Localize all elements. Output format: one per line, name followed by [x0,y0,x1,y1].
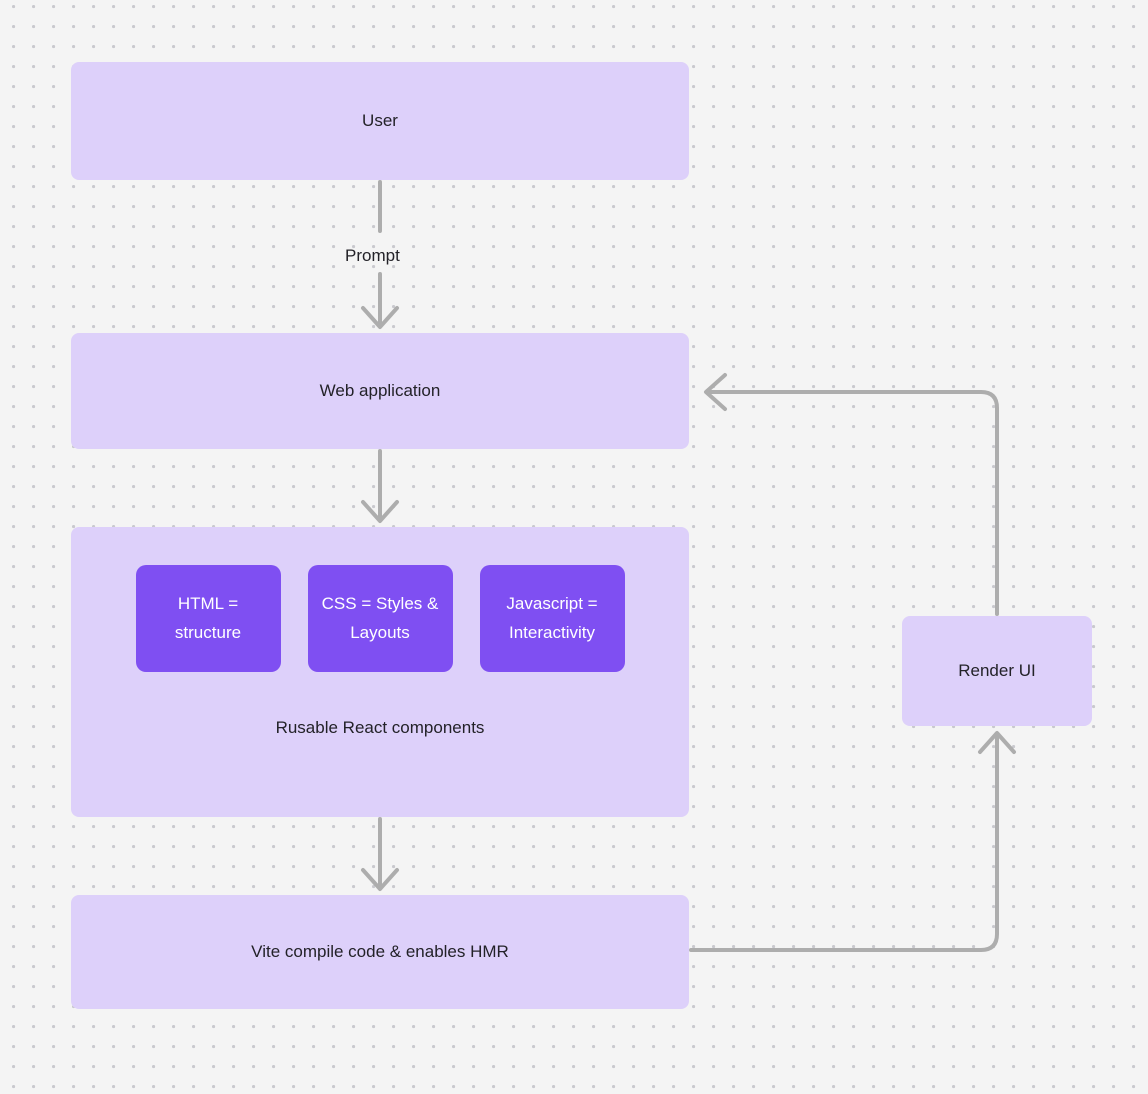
node-vite-label: Vite compile code & enables HMR [251,941,509,961]
node-web-application-label: Web application [319,380,441,400]
chip-javascript-label: Javascript = Interactivity [506,593,598,642]
node-react-components-caption: Rusable React components [275,718,485,737]
chip-html-label: HTML = structure [174,593,242,642]
node-vite[interactable]: Vite compile code & enables HMR [71,895,689,1009]
node-render-ui-label: Render UI [958,660,1036,680]
edge-label-prompt: Prompt [345,246,400,265]
node-react-components-group[interactable]: HTML = structure CSS = Styles & Layouts … [71,527,689,817]
node-user[interactable]: User [71,62,689,180]
chip-html[interactable]: HTML = structure [135,565,281,672]
chip-row: HTML = structure CSS = Styles & Layouts … [71,565,689,672]
chip-css[interactable]: CSS = Styles & Layouts [307,565,453,672]
node-web-application[interactable]: Web application [71,333,689,449]
node-render-ui[interactable]: Render UI [902,616,1092,726]
chip-javascript[interactable]: Javascript = Interactivity [479,565,625,672]
chip-css-label: CSS = Styles & Layouts [321,593,439,642]
node-user-label: User [362,110,398,130]
